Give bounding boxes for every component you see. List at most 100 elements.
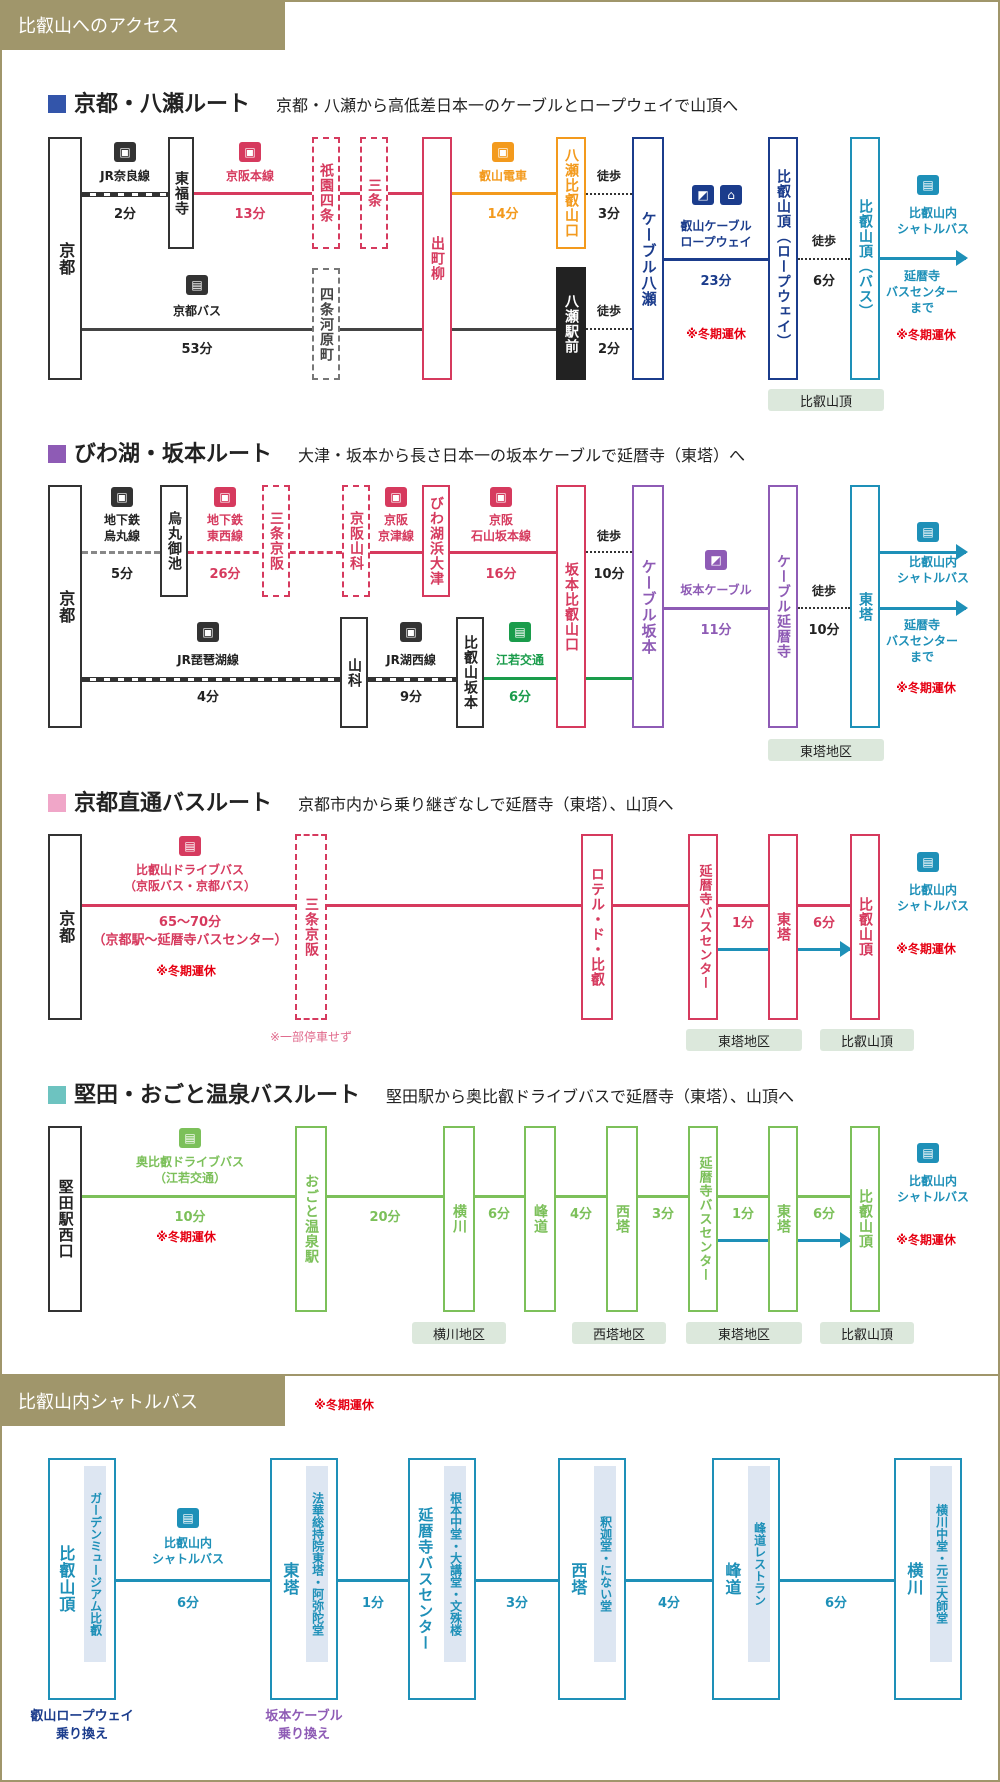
train-icon: ▣ [492, 142, 514, 162]
area-hiei-summit: 比叡山頂 [768, 389, 884, 411]
shuttle-bus-icon: ▤ [917, 1143, 939, 1163]
access-tab: 比叡山へのアクセス [0, 0, 285, 50]
jr-biwako-line [82, 677, 340, 682]
station-sanjo-keihan: 三条京阪 [262, 485, 290, 597]
stop-enryakuji-bus-center: 延暦寺バスセンター [688, 834, 718, 1020]
station-cable-enryakuji: ケーブル延暦寺 [768, 485, 798, 728]
train-icon: ▣ [114, 142, 136, 162]
time-kojaku: 6分 [508, 690, 532, 705]
time-jr-biwako: 4分 [196, 690, 220, 705]
jr-nara-line [82, 192, 168, 197]
time-center-todo: 1分 [731, 1207, 755, 1222]
time-todo: 1分 [731, 916, 755, 931]
time-yokawa-minedo: 6分 [487, 1207, 511, 1222]
line-label-sakamoto-cable: 坂本ケーブル [680, 583, 752, 597]
time-kyoto-bus: 53分 [181, 342, 213, 357]
drive-bus-label: 比叡山ドライブバス （京阪バス・京都バス） [123, 863, 257, 894]
origin-kyoto: 京都 [48, 834, 82, 1020]
line-label-karasuma: 地下鉄 烏丸線 [103, 513, 141, 544]
walk-label-3: 徒歩 [811, 234, 837, 248]
bus-center-label: 延暦寺 バスセンター まで [885, 618, 959, 665]
keihan-main-line [194, 192, 422, 195]
winter-note: ※冬期運休 [896, 328, 956, 342]
okuhiei-bus-time: 10分 [174, 1210, 206, 1225]
okuhiei-bus-label: 奥比叡ドライブバス （江若交通） [135, 1155, 245, 1186]
stop-hiei-summit: 比叡山頂 [850, 834, 880, 1020]
stop-enryakuji-bus-center: 延暦寺バスセンター [688, 1126, 718, 1312]
transfer-note-ropeway: 叡山ロープウェイ 乗り換え [30, 1709, 134, 1742]
shuttle-label: 比叡山内 シャトルバス [896, 555, 970, 586]
time-ishiyama-sakamoto: 16分 [485, 567, 517, 582]
sakamoto-cable-line [664, 607, 768, 610]
time-eizan: 14分 [487, 207, 519, 222]
line-label-kojaku: 江若交通 [495, 653, 545, 667]
station-karasuma-oike: 烏丸御池 [160, 485, 188, 597]
station-yase-hieizanguchi: 八瀬比叡山口 [556, 137, 586, 249]
bus-icon: ▤ [179, 1128, 201, 1148]
station-sakamoto-hieizanguchi: 坂本比叡山口 [556, 485, 586, 728]
time-karasuma: 5分 [110, 567, 134, 582]
time-jr-nara: 2分 [113, 207, 137, 222]
time-saito-center: 3分 [651, 1207, 675, 1222]
station-cable-yase: ケーブル八瀬 [632, 137, 664, 380]
area-todo: 東塔地区 [686, 1029, 802, 1051]
time-todo-summit: 6分 [812, 1207, 836, 1222]
stop-hiei-summit: 比叡山頂 [850, 1126, 880, 1312]
area-yokawa: 横川地区 [412, 1322, 506, 1344]
walk-label-4: 徒歩 [596, 529, 622, 543]
route3-title: 京都直通バスルート京都市内から乗り継ぎなしで延暦寺（東塔）、山頂へ [48, 785, 674, 817]
time-minedo-saito: 4分 [569, 1207, 593, 1222]
station-todo: 東塔 [850, 485, 880, 728]
shuttle-time-5: 6分 [824, 1596, 848, 1611]
train-icon: ▣ [239, 142, 261, 162]
keishin-line [370, 551, 556, 554]
shuttle-label: 比叡山内 シャトルバス [896, 1174, 970, 1205]
route2-arrow [880, 544, 968, 560]
ropeway-line [664, 258, 768, 261]
time-keihan: 13分 [234, 207, 266, 222]
stop-minedo: 峰道 [524, 1126, 556, 1312]
shuttle-winter-note: ※冬期運休 [314, 1398, 374, 1412]
shuttle-bus-icon: ▤ [917, 175, 939, 195]
walk-line-3 [798, 258, 850, 260]
shuttle-plate-konponchudo: 根本中堂・大講堂・文殊楼 [444, 1466, 466, 1662]
shuttle-tab: 比叡山内シャトルバス [0, 1376, 285, 1426]
stop-todo: 東塔 [768, 1126, 798, 1312]
station-shijo-kawaramachi: 四条河原町 [312, 268, 340, 380]
walk-line-4 [586, 551, 632, 553]
drive-bus-time: 65〜70分 （京都駅〜延暦寺バスセンター） [92, 915, 288, 948]
origin-kyoto: 京都 [48, 485, 82, 728]
route4-arrow [798, 1232, 852, 1248]
shuttle-plate-shakado: 釈迦堂・にない堂 [594, 1466, 616, 1662]
stop-todo: 東塔 [768, 834, 798, 1020]
shuttle-bus-icon: ▤ [917, 522, 939, 542]
cable-car-icon: ◩ [692, 185, 714, 205]
walk-line-2 [586, 328, 632, 330]
winter-note: ※冬期運休 [156, 964, 216, 978]
bus-icon: ▤ [509, 622, 531, 642]
okuhiei-lower [718, 1239, 768, 1242]
eizan-line [452, 192, 556, 195]
route4-title: 堅田・おごと温泉バスルート堅田駅から奥比叡ドライブバスで延暦寺（東塔）、山頂へ [48, 1077, 794, 1109]
station-yase-ekimae: 八瀬駅前 [556, 267, 586, 380]
station-hiei-bus: 比叡山頂（バス） [850, 137, 880, 380]
time-sakamoto-cable: 11分 [700, 623, 732, 638]
winter-note: ※冬期運休 [896, 942, 956, 956]
walk-time-4: 10分 [593, 567, 625, 582]
walk-time-5: 10分 [808, 623, 840, 638]
drive-bus-lower [718, 948, 768, 951]
train-icon: ▣ [197, 622, 219, 642]
station-keihan-yamashina: 京阪山科 [342, 485, 370, 597]
transfer-note-cable: 坂本ケーブル 乗り換え [265, 1709, 343, 1742]
walk-line-5 [798, 607, 850, 609]
station-hieizan-sakamoto: 比叡山坂本 [456, 617, 484, 728]
cable-car-icon: ◩ [705, 550, 727, 570]
origin-katata: 堅田駅西口 [48, 1126, 82, 1312]
shuttle-time-1: 6分 [176, 1596, 200, 1611]
shuttle-bus-label: 比叡山内 シャトルバス [151, 1536, 225, 1567]
area-hiei-summit: 比叡山頂 [820, 1029, 914, 1051]
walk-label-2: 徒歩 [596, 304, 622, 318]
shuttle-line [116, 1579, 896, 1582]
line-label-ishiyama-sakamoto: 京阪 石山坂本線 [470, 513, 532, 544]
line-label-keihan: 京阪本線 [225, 169, 275, 183]
